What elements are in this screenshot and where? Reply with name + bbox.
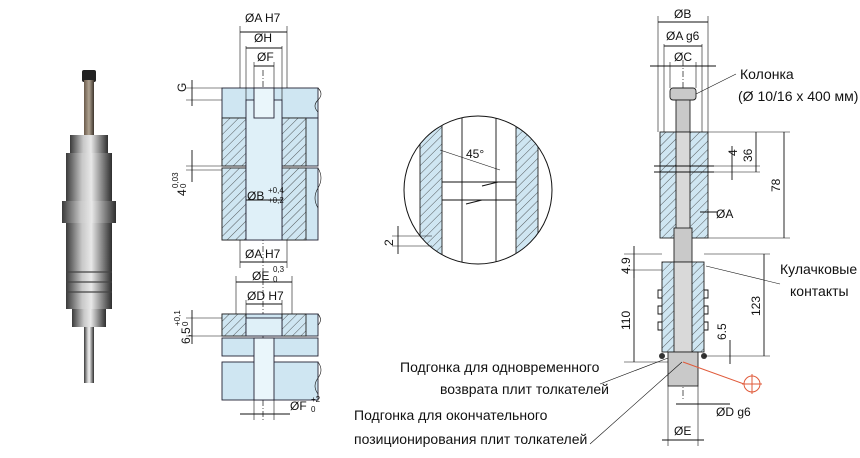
dim-h: ØH: [254, 31, 272, 45]
label-column-size: (Ø 10/16 x 400 мм): [738, 88, 858, 104]
dim-g: G: [175, 83, 189, 92]
dim-c: ØC: [674, 50, 692, 64]
dim-b: ØB: [674, 7, 691, 21]
detail-view: [392, 115, 553, 265]
dim-a-h7-mid: ØA H7: [245, 247, 281, 261]
part-photo: [62, 70, 116, 383]
detail-gap: 2: [382, 239, 396, 246]
right-assembly: [589, 16, 790, 446]
dim-d-h7: ØD H7: [247, 289, 284, 303]
dim-b-sup: +0,4: [268, 186, 284, 195]
dim-e-sub: 0: [273, 275, 278, 284]
dim-4-main: 4: [175, 189, 189, 196]
dim-a: ØA: [716, 207, 733, 221]
dim-6-5-sub: 0: [181, 321, 190, 326]
label-fit-simultaneous-1: Подгонка для одновременного: [400, 359, 600, 375]
dim-6-5-main: 6,5: [179, 327, 193, 344]
dim-f-bottom-sup: +2: [311, 395, 321, 404]
dim-a-g6: ØA g6: [666, 29, 700, 43]
detail-angle: 45°: [466, 147, 484, 161]
left-section: [186, 26, 322, 420]
dim-4-sup: 0,03: [171, 172, 180, 188]
label-fit-final-2: позиционирования плит толкателей: [354, 431, 587, 447]
dim-d-g6: ØD g6: [716, 405, 751, 419]
label-fit-final-1: Подгонка для окончательного: [354, 407, 548, 423]
dim-a-h7-top: ØA H7: [245, 11, 281, 25]
label-cam-contacts-1: Кулачковые: [780, 261, 857, 277]
dim-123: 123: [749, 296, 763, 316]
dim-4: 4: [726, 149, 740, 156]
dim-6-5: 6.5: [715, 323, 729, 340]
dim-e-sup: 0,3: [273, 265, 285, 274]
dim-e: ØE: [674, 424, 691, 438]
dim-78: 78: [769, 178, 783, 192]
dim-f-bottom-main: ØF: [290, 399, 307, 413]
dim-f-bottom-sub: 0: [311, 405, 316, 414]
label-cam-contacts-2: контакты: [790, 283, 849, 299]
dim-4-9: 4.9: [619, 257, 633, 274]
dim-e-main: ØE: [252, 269, 269, 283]
dim-f: ØF: [257, 50, 274, 64]
dim-110: 110: [619, 311, 633, 330]
label-column: Колонка: [740, 66, 794, 82]
dim-b-main: ØB: [247, 189, 264, 203]
dim-b-sub: +0,2: [268, 196, 284, 205]
dim-4-sub: 0: [179, 183, 188, 188]
label-fit-simultaneous-2: возврата плит толкателей: [440, 381, 609, 397]
dim-6-5-sup: +0,1: [173, 310, 182, 326]
dim-36: 36: [741, 148, 755, 162]
